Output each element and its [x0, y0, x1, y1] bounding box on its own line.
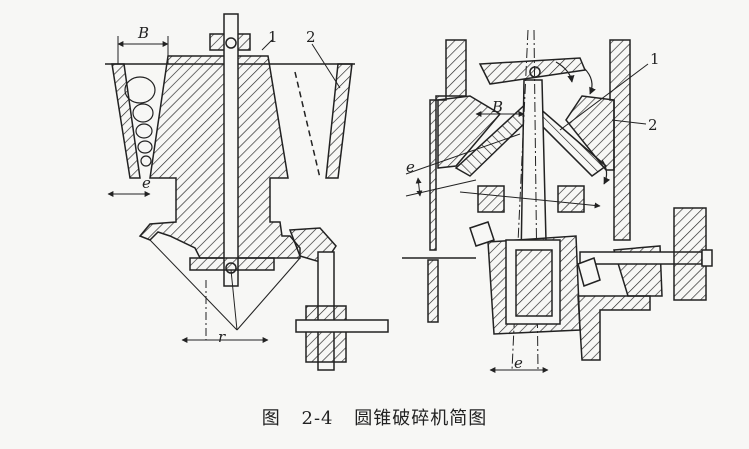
- right-rotation-arrow-2: [555, 61, 575, 83]
- right-bearing-left: [477, 185, 505, 213]
- right-dim-e-top: [405, 133, 521, 175]
- left-eccentric-line-2: [230, 269, 238, 331]
- left-moving-cone: [138, 55, 301, 259]
- left-label-part-1: 1: [268, 28, 278, 46]
- right-pulley: [673, 207, 707, 301]
- right-distributor-pin: [529, 66, 541, 78]
- left-drive-shaft: [295, 319, 389, 333]
- right-concave-right: [565, 95, 615, 171]
- left-fixed-cone-left: [111, 63, 141, 179]
- figure-caption: 图 2-4 圆锥破碎机简图: [261, 408, 488, 429]
- left-label-r: r: [218, 328, 226, 346]
- left-crusher-diagram: [105, 13, 389, 371]
- right-label-part-1: 1: [650, 50, 660, 68]
- right-label-e-top: e: [406, 158, 415, 176]
- left-label-B: B: [137, 24, 149, 42]
- left-label-part-2: 2: [306, 28, 316, 46]
- right-rotation-arrow-1: [583, 67, 596, 95]
- right-bevel-pinion: [577, 257, 601, 287]
- right-label-B: B: [491, 98, 503, 116]
- right-label-part-2: 2: [648, 116, 658, 134]
- right-rotation-arrow-3: [601, 159, 611, 185]
- right-gear-small: [469, 221, 495, 247]
- right-base-right: [577, 295, 651, 361]
- left-label-e: e: [142, 174, 151, 192]
- left-bottom-bearing: [189, 257, 275, 271]
- right-label-e-bottom: e: [514, 354, 523, 372]
- left-main-shaft: [223, 13, 239, 287]
- left-pulley: [305, 305, 347, 363]
- left-eccentric-line-3: [236, 257, 301, 331]
- left-eccentric-line-1: [149, 239, 238, 331]
- right-bearing-right: [557, 185, 585, 213]
- left-fixed-cone-right: [325, 63, 353, 179]
- right-distributor-plate: [478, 57, 587, 85]
- right-crusher-diagram: [402, 29, 713, 373]
- right-base-frame: [427, 259, 439, 323]
- left-gap-dash: [294, 71, 321, 179]
- feed-rocks: [124, 76, 156, 167]
- left-shaft-pin-top: [225, 37, 237, 49]
